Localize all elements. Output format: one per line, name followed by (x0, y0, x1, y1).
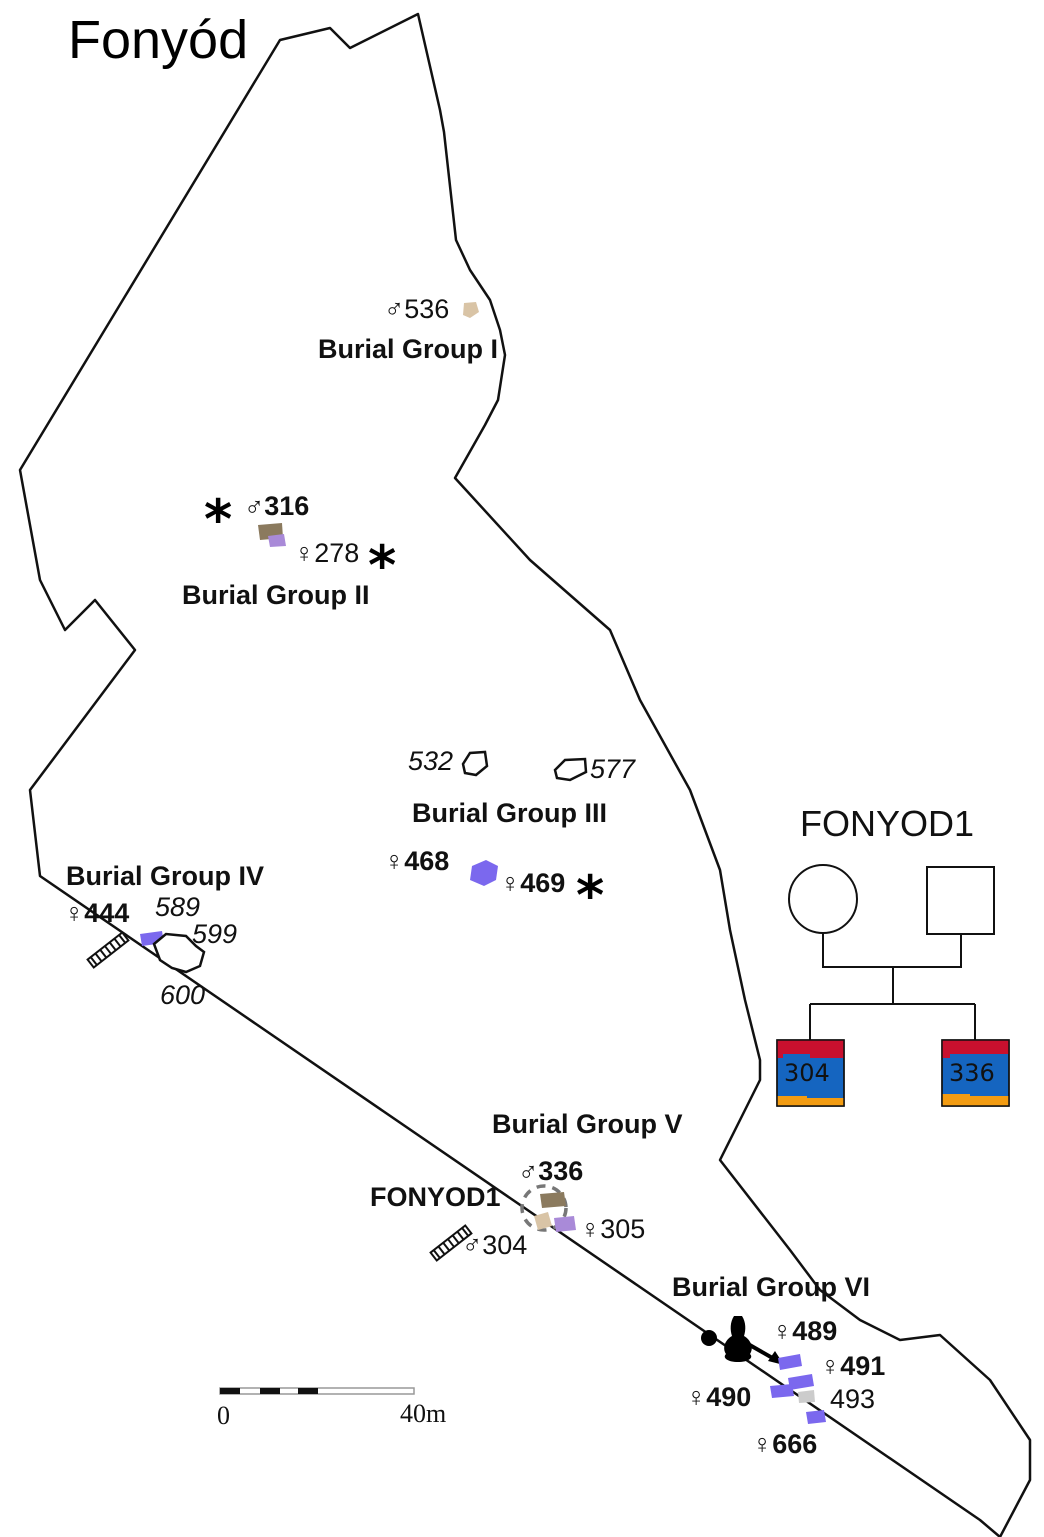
grave-536 (463, 302, 479, 318)
grave-label: ♀469 (500, 868, 565, 898)
grave-336 (540, 1192, 566, 1208)
vessel-icon (724, 1316, 752, 1362)
grave-589-599 (152, 932, 206, 974)
grave-label: ♂304 (462, 1230, 527, 1260)
burial-group-label: Burial Group VI (672, 1272, 870, 1302)
pedigree-chart: FONYOD1 304 336 (776, 803, 1010, 1107)
grave-493 (798, 1390, 815, 1403)
grave-label: 493 (830, 1384, 875, 1414)
child-304-box: 304 (776, 1039, 845, 1107)
grave-666 (806, 1410, 826, 1424)
grave-489 (778, 1354, 802, 1370)
grave-278 (268, 534, 286, 547)
grave-490 (770, 1384, 794, 1398)
grave-label: ♀278 (294, 538, 359, 568)
female-parent-icon (788, 864, 858, 934)
grave-label: ♀490 (686, 1382, 751, 1412)
fonyod1-cluster-label: FONYOD1 (370, 1182, 501, 1212)
male-parent-icon (926, 866, 995, 935)
grave-577 (553, 757, 588, 782)
grave-label: 577 (590, 754, 636, 784)
burial-group-label: Burial Group I (318, 334, 498, 364)
burial-group-label: Burial Group II (182, 580, 370, 610)
grave-468 (470, 860, 498, 886)
child-id: 336 (949, 1059, 995, 1087)
grave-304 (534, 1212, 552, 1230)
grave-532 (461, 750, 489, 777)
burial-group-label: Burial Group V (492, 1109, 683, 1139)
grave-label: ♀468 (384, 846, 449, 876)
grave-label: ♀489 (772, 1316, 837, 1346)
star-marker-icon: * (368, 534, 396, 597)
child-336-box: 336 (941, 1039, 1010, 1107)
scale-start-label: 0 (217, 1401, 230, 1430)
pedigree-lines (809, 933, 976, 1040)
scale-end-label: 40m (400, 1399, 446, 1428)
bead-icon (701, 1330, 717, 1346)
star-marker-icon: * (204, 488, 232, 551)
hatched-marker-south (429, 1224, 473, 1262)
grave-label: 599 (192, 919, 237, 949)
grave-label: ♂536 (384, 294, 449, 324)
pedigree-title: FONYOD1 (800, 803, 974, 844)
fonyod1-cluster-circle (520, 1184, 568, 1232)
grave-label: ♀666 (752, 1429, 817, 1459)
grave-305 (554, 1216, 576, 1232)
cemetery-boundary (18, 12, 1032, 1537)
hatched-marker-west (86, 931, 130, 969)
grave-label: 532 (408, 746, 453, 776)
grave-491 (788, 1374, 814, 1390)
scale-bar: 0 40m (217, 1387, 446, 1430)
grave-label: 589 (155, 892, 200, 922)
star-marker-icon: * (576, 864, 604, 927)
grave-label: ♀491 (820, 1351, 885, 1381)
map-title: Fonyód (68, 10, 248, 70)
grave-label: ♂316 (244, 491, 309, 521)
child-id: 304 (784, 1059, 830, 1087)
grave-label: ♂336 (518, 1156, 583, 1186)
grave-label: ♀444 (64, 898, 129, 928)
burial-group-label: Burial Group III (412, 798, 607, 828)
grave-label: 600 (160, 980, 205, 1010)
burial-group-label: Burial Group IV (66, 861, 264, 891)
grave-label: ♀305 (580, 1214, 645, 1244)
